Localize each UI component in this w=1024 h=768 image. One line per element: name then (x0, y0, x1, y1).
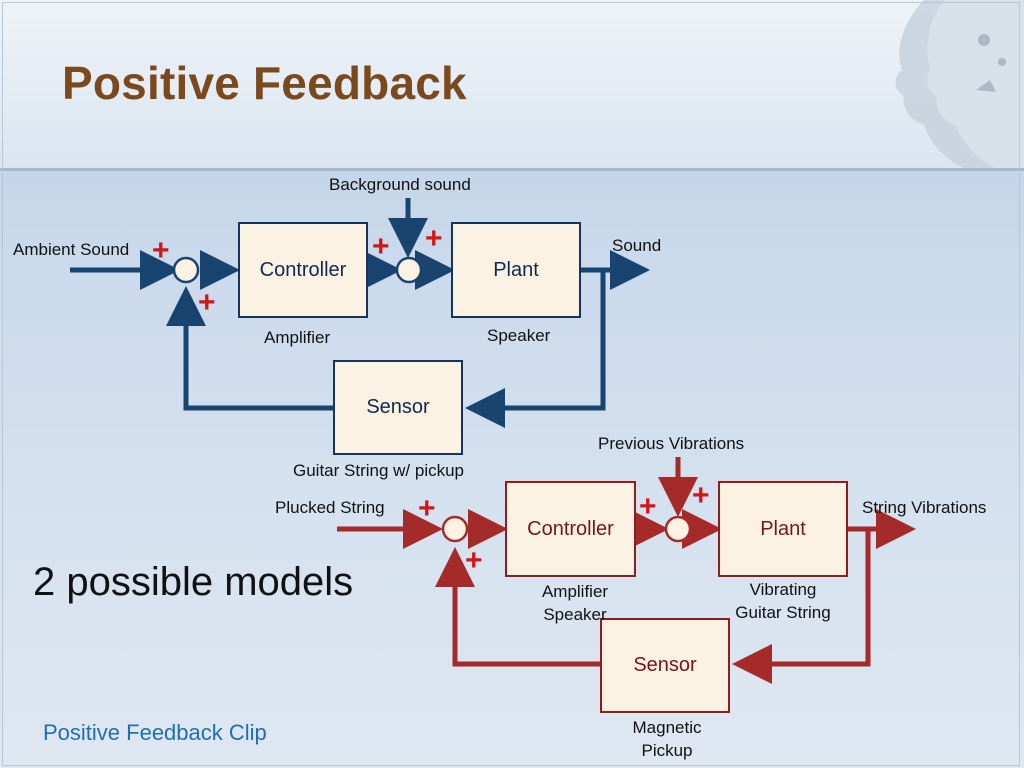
top-summing-junction-2 (395, 256, 423, 284)
models-subtitle: 2 possible models (33, 560, 354, 604)
bottom-feedback-path (732, 529, 871, 684)
title-band: Positive Feedback (0, 0, 1024, 171)
bottom-sign-disturbance: + (692, 479, 710, 512)
bottom-disturbance-label: Previous Vibrations (598, 434, 745, 453)
top-plant-caption: Speaker (487, 326, 551, 345)
top-sensor-return (166, 286, 333, 411)
bottom-controller-caption-line2: Speaker (543, 605, 607, 624)
top-sensor-block: Sensor (333, 360, 463, 455)
bottom-controller-block: Controller (505, 481, 636, 577)
bottom-sensor-caption-line2: Pickup (641, 741, 693, 760)
top-sensor-caption: Guitar String w/ pickup (293, 461, 465, 480)
decorative-head-silhouette (895, 0, 1024, 168)
bottom-controller-caption-line1: Amplifier (541, 582, 609, 601)
bottom-output-label: String Vibrations (862, 498, 987, 517)
bottom-plant-caption-line1: Vibrating (749, 580, 817, 599)
top-sign-controller-out: + (372, 230, 390, 263)
top-plant-label: Plant (493, 258, 539, 281)
bottom-controller-caption: Amplifier Speaker (530, 582, 620, 625)
bottom-sign-controller-out: + (639, 490, 657, 523)
top-diagram-wires (70, 198, 650, 428)
bottom-sensor-return (435, 547, 600, 667)
top-disturbance-label: Background sound (329, 175, 471, 194)
bottom-plant-label: Plant (760, 517, 806, 540)
bottom-input-label: Plucked String (275, 498, 385, 517)
bottom-diagram-wires (337, 457, 916, 684)
bottom-sensor-label: Sensor (633, 654, 697, 676)
top-input-label: Ambient Sound (13, 240, 130, 259)
top-sign-disturbance: + (425, 222, 443, 255)
positive-feedback-clip-link[interactable]: Positive Feedback Clip (43, 720, 267, 745)
top-feedback-path (465, 270, 606, 428)
top-sign-feedback: + (198, 286, 216, 319)
bottom-plant-block: Plant (718, 481, 848, 577)
top-summing-junction-1 (172, 256, 200, 284)
bottom-sign-input: + (418, 492, 436, 525)
bottom-sensor-block: Sensor (600, 618, 730, 713)
top-sensor-label: Sensor (366, 396, 430, 418)
top-output-label: Sound (612, 236, 662, 255)
bottom-plant-caption: Vibrating Guitar String (724, 580, 842, 623)
slide-title: Positive Feedback (62, 57, 467, 109)
bottom-summing-junction-1 (441, 515, 469, 543)
top-controller-caption: Amplifier (264, 328, 331, 347)
bottom-sign-feedback: + (465, 544, 483, 577)
top-controller-label: Controller (259, 258, 347, 281)
bottom-sensor-caption-line1: Magnetic (632, 718, 702, 737)
bottom-controller-label: Controller (527, 517, 614, 540)
bottom-summing-junction-2 (664, 515, 692, 543)
top-controller-block: Controller (238, 222, 368, 318)
top-sign-input: + (152, 234, 170, 267)
top-plant-block: Plant (451, 222, 581, 318)
bottom-plant-caption-line2: Guitar String (735, 603, 831, 622)
bottom-sensor-caption: Magnetic Pickup (617, 718, 717, 761)
